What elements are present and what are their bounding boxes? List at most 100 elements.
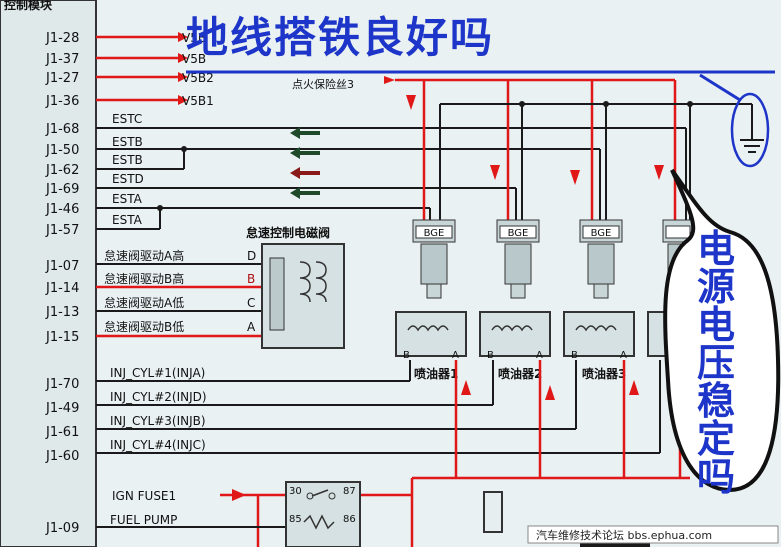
- pin-id: J1-14: [45, 281, 79, 296]
- pin-id: J1-37: [45, 52, 79, 67]
- signal-label: ESTD: [112, 172, 144, 186]
- relay-pin-label: 85: [289, 514, 302, 525]
- pin-id: J1-15: [45, 330, 79, 345]
- idle-valve-wires-red: [96, 285, 262, 338]
- pin-id: J1-57: [45, 223, 79, 238]
- watermark-text: 汽车维修技术论坛 bbs.ephua.com: [536, 528, 712, 542]
- idle-valve-title: 怠速控制电磁阀: [246, 225, 330, 240]
- fuel-pump-relay: 30 87 85 86: [285, 481, 361, 547]
- coil-label: BGE: [508, 228, 529, 239]
- signal-label: 怠速阀驱动A高: [104, 248, 184, 263]
- signal-label: V5B1: [182, 94, 214, 108]
- signal-label: V5B: [182, 31, 206, 45]
- pin-id: J1-09: [45, 521, 79, 536]
- ground-highlight-circle: [730, 92, 770, 168]
- signal-label: 怠速阀驱动B高: [104, 271, 184, 286]
- est-junctions: [157, 146, 187, 211]
- signal-label: ESTB: [112, 153, 143, 167]
- ignition-coils: BGE BGE BGE: [412, 219, 694, 299]
- signal-label: INJ_CYL#2(INJD): [110, 390, 207, 404]
- watermark-box: [527, 525, 779, 544]
- pin-id: J1-70: [45, 377, 79, 392]
- signal-label: ESTB: [112, 135, 143, 149]
- pin-id: J1-46: [45, 202, 79, 217]
- ignition-supply-wires: [395, 78, 677, 225]
- est-wires: [96, 127, 687, 230]
- speech-bubble: [663, 168, 781, 493]
- signal-label: FUEL PUMP: [110, 513, 177, 527]
- pin-id: J1-49: [45, 401, 79, 416]
- injector-pin-a: A: [536, 350, 543, 361]
- pin-id: J1-61: [45, 425, 79, 440]
- injector-pin-a: A: [620, 350, 627, 361]
- pin-id: J1-60: [45, 449, 79, 464]
- signal-label: ESTA: [112, 192, 143, 206]
- injectors: B A 喷油器1 B A 喷油器2 B A 喷油器3: [395, 311, 679, 381]
- injector: B A 喷油器3: [563, 311, 635, 381]
- signal-label: ESTC: [112, 112, 142, 126]
- voltage-question-annotation: 电源电压稳定吗: [697, 227, 735, 499]
- injector-label: 喷油器3: [582, 366, 626, 381]
- coil-label: BGE: [424, 228, 445, 239]
- injector: B A 喷油器2: [479, 311, 551, 381]
- ground-question-annotation: 地线搭铁良好吗: [186, 13, 494, 62]
- signal-label: 怠速阀驱动A低: [104, 296, 184, 310]
- injector: B A 喷油器1: [395, 311, 467, 381]
- relay-pin-label: 30: [289, 486, 302, 497]
- idle-pin-label: B: [247, 272, 255, 286]
- ecm-module-box: [0, 0, 97, 547]
- injector-label: 喷油器2: [498, 366, 542, 381]
- relay-pin-label: 87: [343, 486, 356, 497]
- idle-pin-label: C: [247, 296, 255, 310]
- pin-id: J1-27: [45, 71, 79, 86]
- current-arrows-up: [461, 380, 639, 400]
- pin-id: J1-13: [45, 305, 79, 320]
- injector-label: 喷油器1: [414, 366, 458, 381]
- pin-id: J1-36: [45, 94, 79, 109]
- signal-label: 怠速阀驱动B低: [104, 320, 184, 334]
- ignition-coil: BGE: [579, 219, 623, 299]
- relay-wires: [220, 493, 412, 547]
- fuse-arrow: [384, 76, 395, 84]
- pin-rows: J1-28 J1-37 J1-27 J1-36 J1-68 J1-50 J1-6…: [45, 31, 79, 536]
- injector-pin-a: A: [452, 350, 459, 361]
- pin-id: J1-69: [45, 182, 79, 197]
- injector-pin-b: B: [487, 350, 494, 361]
- module-title: 控制模块: [4, 0, 53, 12]
- signal-direction-arrows: [290, 127, 320, 199]
- injector-pin-b: B: [571, 350, 578, 361]
- pin-id: J1-50: [45, 143, 79, 158]
- idle-valve-wires: [96, 263, 262, 312]
- idle-valve-body: [261, 243, 345, 349]
- pin-id: J1-68: [45, 122, 79, 137]
- current-arrows-down: [406, 95, 664, 185]
- signal-label: V5B: [182, 52, 206, 66]
- ignition-coil: BGE: [496, 219, 540, 299]
- signal-label: V5B2: [182, 71, 214, 85]
- fuse-arrow: [232, 489, 246, 501]
- supply-wires: [96, 35, 178, 102]
- pin-id: J1-28: [45, 31, 79, 46]
- fuse-component: [483, 491, 503, 533]
- signal-label: INJ_CYL#1(INJA): [110, 366, 205, 380]
- ground-symbol: [740, 139, 764, 153]
- ground-wires: [439, 103, 753, 225]
- idle-pin-label: D: [247, 249, 256, 263]
- ignition-coil: BGE: [412, 219, 456, 299]
- relay-pin-label: 86: [343, 514, 356, 525]
- injector-signal-wires: [96, 360, 661, 454]
- voltage-question-text: 电源电压稳定吗: [697, 227, 735, 499]
- ign-fuse1-label: IGN FUSE1: [112, 489, 176, 503]
- signal-label: ESTA: [112, 213, 143, 227]
- signal-label: INJ_CYL#4(INJC): [110, 438, 206, 452]
- ground-junctions: [519, 101, 693, 107]
- coil-label: BGE: [591, 228, 612, 239]
- idle-pin-label: A: [247, 320, 256, 334]
- ignition-fuse-label: 点火保险丝3: [292, 77, 354, 91]
- signal-label: INJ_CYL#3(INJB): [110, 414, 206, 428]
- annotation-pointer: [699, 73, 741, 102]
- supply-arrows: [178, 32, 188, 105]
- injector-pin-b: B: [403, 350, 410, 361]
